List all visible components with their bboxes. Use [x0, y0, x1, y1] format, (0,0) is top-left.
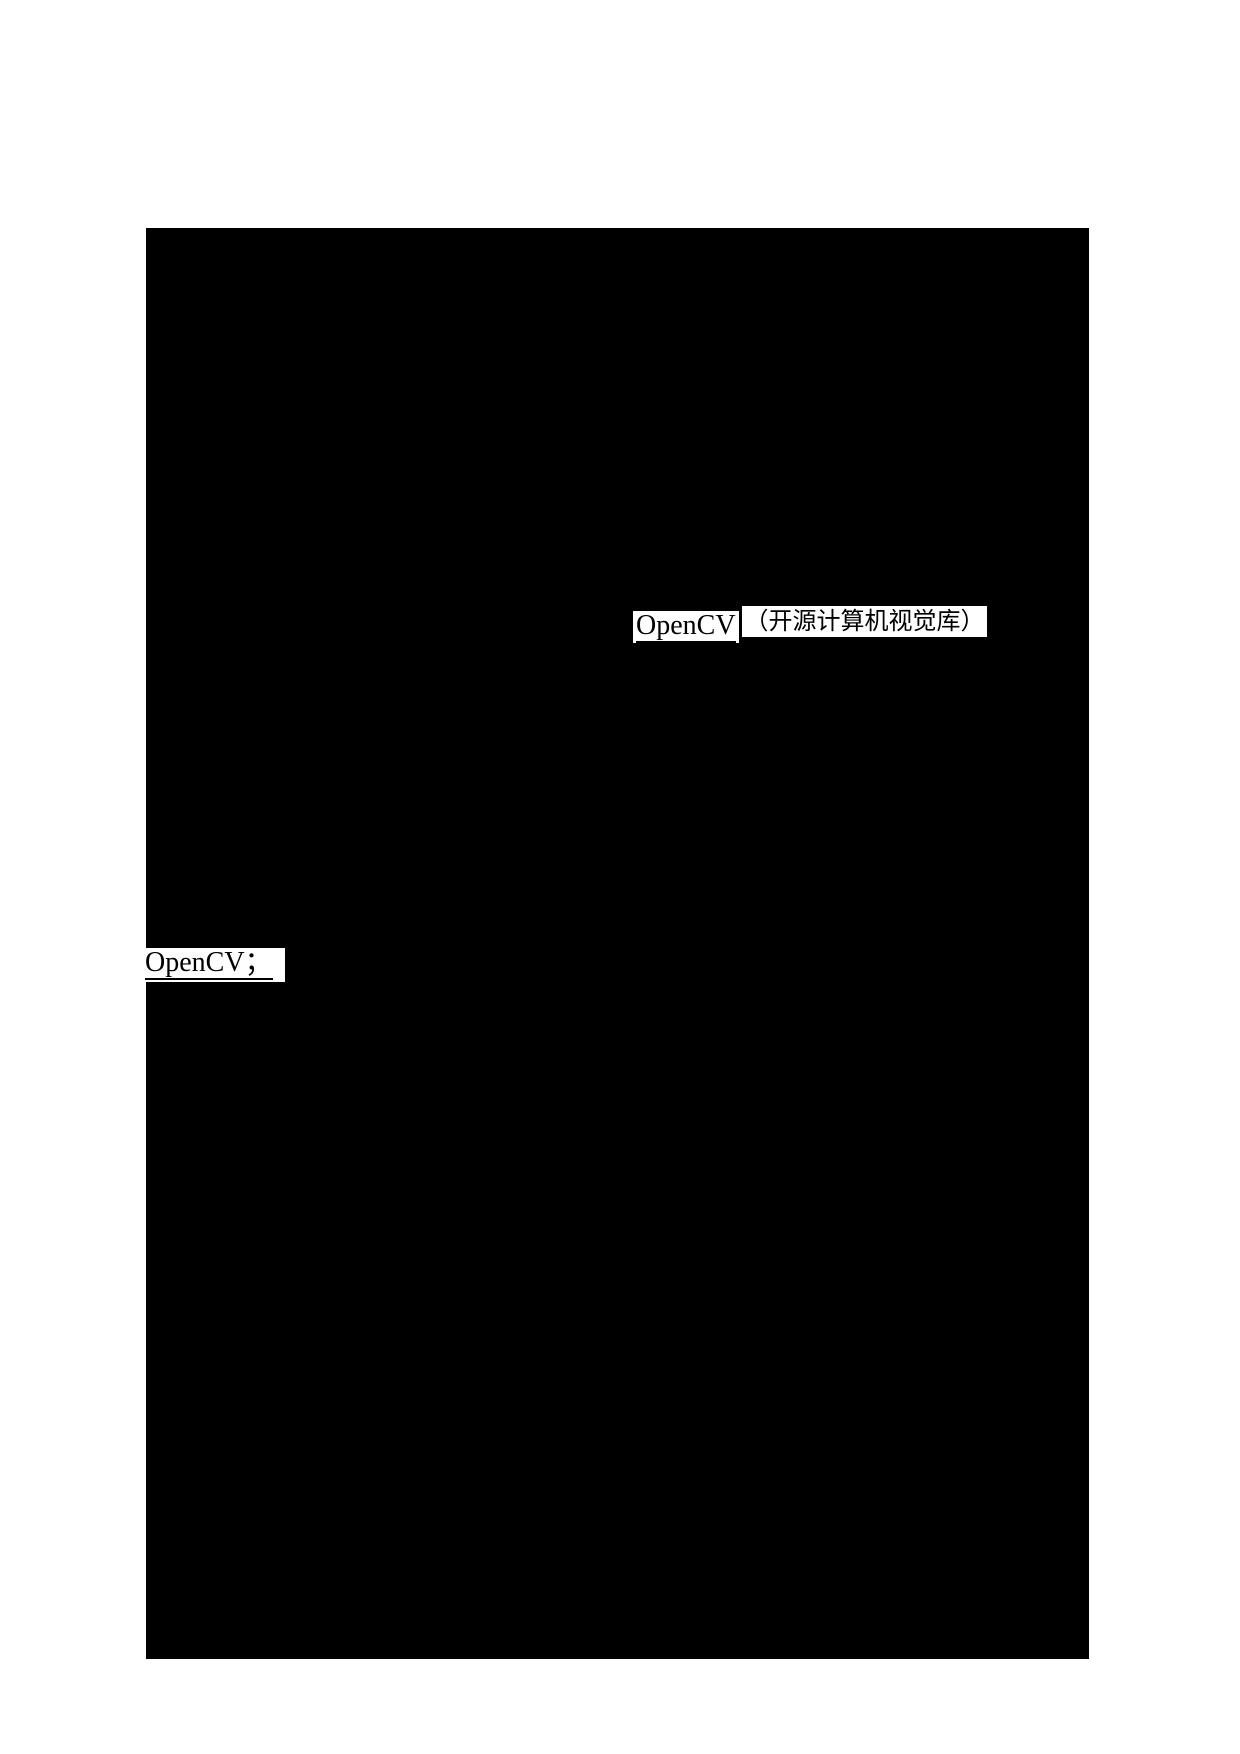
highlight-run-chinese-gloss: （开源计算机视觉库） — [741, 606, 987, 637]
redacted-text-block: OpenCV （开源计算机视觉库） OpenCV； — [143, 228, 1089, 1659]
opencv-label: OpenCV — [636, 609, 736, 643]
highlight-run-latin: OpenCV — [633, 611, 739, 643]
opencv-semicolon-label: OpenCV； — [145, 946, 273, 980]
highlight-run-latin: OpenCV； — [143, 948, 285, 982]
highlighted-phrase-opencv-semicolon: OpenCV； — [143, 948, 285, 982]
opencv-chinese-gloss-label: （开源计算机视觉库） — [744, 608, 985, 635]
highlighted-phrase-opencv-full-name: OpenCV （开源计算机视觉库） — [633, 606, 987, 643]
